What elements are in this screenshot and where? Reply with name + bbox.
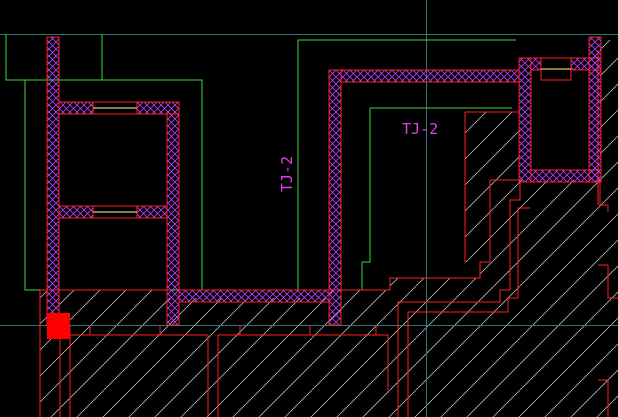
wall-bottom-corridor [178, 289, 330, 303]
wall-right-box-left [518, 57, 532, 183]
grip-marker[interactable] [47, 313, 70, 339]
wall-left-right [166, 113, 180, 326]
windows [92, 57, 572, 219]
wall-center-top [340, 69, 520, 83]
red-outlines [39, 50, 618, 417]
wall-left-vertical [46, 36, 60, 326]
label-tj2-horizontal: TJ-2 [402, 120, 438, 138]
label-tj2-vertical: TJ-2 [278, 156, 296, 192]
wall-center-vertical [328, 69, 342, 326]
wall-right-box-right [588, 36, 602, 183]
hatched-walls [46, 36, 602, 326]
